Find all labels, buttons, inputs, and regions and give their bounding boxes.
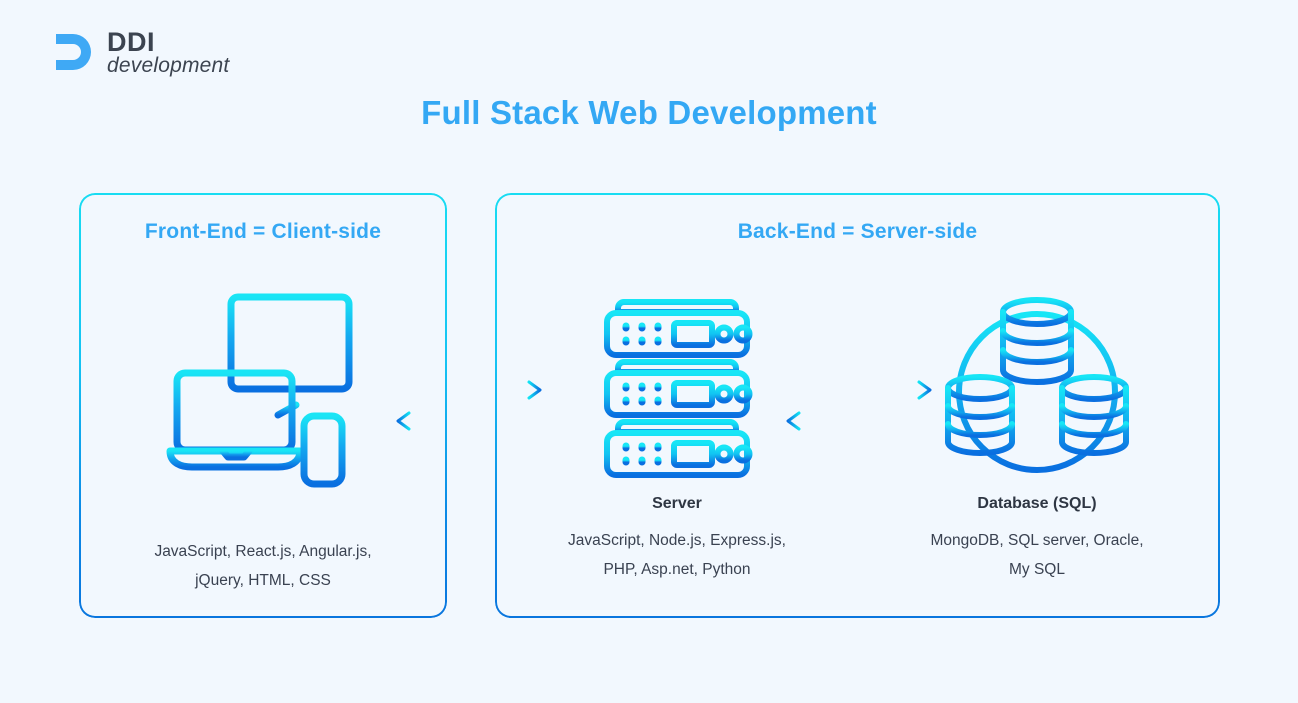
page-title: Full Stack Web Development: [421, 94, 877, 131]
devices-icon: [93, 283, 433, 493]
panel-backend-heading: Back-End = Server-side: [737, 220, 978, 243]
panel-backend: Back-End = Server-side: [495, 193, 1220, 618]
column-client: JavaScript, React.js, Angular.js, jQuery…: [93, 283, 433, 595]
column-database-tech: MongoDB, SQL server, Oracle, My SQL: [930, 532, 1144, 578]
brand-name: DDI: [107, 26, 155, 57]
ddi-logo-icon: [52, 28, 96, 76]
brand-wordmark: DDI development: [107, 26, 230, 77]
column-server-label: Server: [652, 495, 702, 512]
column-database-label: Database (SQL): [977, 495, 1097, 512]
brand-logo[interactable]: DDI development: [52, 28, 229, 76]
column-client-tech: JavaScript, React.js, Angular.js, jQuery…: [154, 543, 372, 589]
column-server-tech: JavaScript, Node.js, Express.js, PHP, As…: [568, 532, 786, 578]
panel-frontend-heading: Front-End = Client-side: [144, 220, 382, 243]
server-rack-icon: [517, 283, 837, 493]
column-server: Server JavaScript, Node.js, Express.js, …: [517, 283, 837, 584]
column-database: Database (SQL) MongoDB, SQL server, Orac…: [877, 283, 1197, 584]
database-cluster-icon: [877, 283, 1197, 493]
panel-frontend: Front-End = Client-side: [79, 193, 447, 618]
brand-tagline: development: [107, 53, 230, 77]
